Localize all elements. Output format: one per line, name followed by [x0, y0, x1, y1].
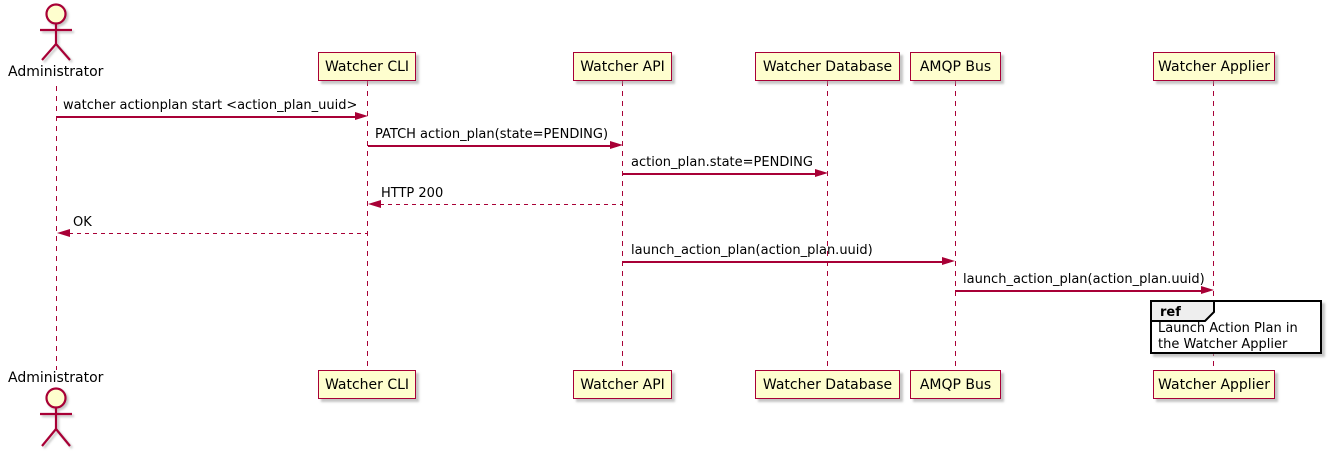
participant-watcher-cli-bottom: Watcher CLI [318, 370, 416, 399]
message-line [57, 116, 362, 118]
arrowhead-icon [355, 112, 368, 120]
message-line [61, 233, 368, 235]
participant-amqp-bus-bottom: AMQP Bus [910, 370, 1001, 399]
message-line [368, 145, 617, 147]
arrowhead-icon [1201, 286, 1214, 294]
participant-watcher-database-top: Watcher Database [755, 52, 900, 81]
lifeline-administrator [56, 86, 58, 370]
actor-label-top: Administrator [8, 64, 104, 80]
participant-watcher-api-top: Watcher API [573, 52, 672, 81]
message-label: HTTP 200 [381, 186, 444, 201]
message-label: launch_action_plan(action_plan.uuid) [963, 272, 1205, 287]
ref-fragment: ref Launch Action Plan in the Watcher Ap… [1150, 300, 1322, 354]
message-line [955, 290, 1208, 292]
message-label: launch_action_plan(action_plan.uuid) [631, 243, 873, 258]
participant-watcher-applier-top: Watcher Applier [1153, 52, 1275, 81]
message-label: PATCH action_plan(state=PENDING) [375, 127, 609, 142]
participant-watcher-database-bottom: Watcher Database [755, 370, 900, 399]
lifeline-watcher-cli [367, 81, 369, 370]
message-label: action_plan.state=PENDING [631, 155, 813, 170]
actor-label-bottom: Administrator [8, 370, 104, 386]
participant-watcher-applier-bottom: Watcher Applier [1153, 370, 1275, 399]
ref-tab: ref [1150, 300, 1215, 322]
actor-icon [40, 387, 72, 447]
participant-watcher-cli-top: Watcher CLI [318, 52, 416, 81]
lifeline-amqp-bus [955, 81, 957, 370]
message-line [623, 261, 949, 263]
participant-amqp-bus-top: AMQP Bus [910, 52, 1001, 81]
ref-text: Launch Action Plan in the Watcher Applie… [1158, 321, 1298, 352]
arrowhead-icon [610, 141, 623, 149]
message-label: watcher actionplan start <action_plan_uu… [63, 98, 358, 113]
lifeline-watcher-applier [1213, 81, 1215, 370]
arrowhead-icon [368, 200, 381, 208]
arrowhead-icon [942, 257, 955, 265]
actor-icon [40, 3, 72, 61]
lifeline-watcher-api [622, 81, 624, 370]
arrowhead-icon [57, 229, 70, 237]
lifeline-watcher-database [827, 81, 829, 370]
arrowhead-icon [815, 169, 828, 177]
participant-watcher-api-bottom: Watcher API [573, 370, 672, 399]
message-line [372, 204, 623, 206]
message-label: OK [73, 215, 92, 230]
message-line [623, 173, 822, 175]
ref-keyword: ref [1160, 305, 1181, 320]
